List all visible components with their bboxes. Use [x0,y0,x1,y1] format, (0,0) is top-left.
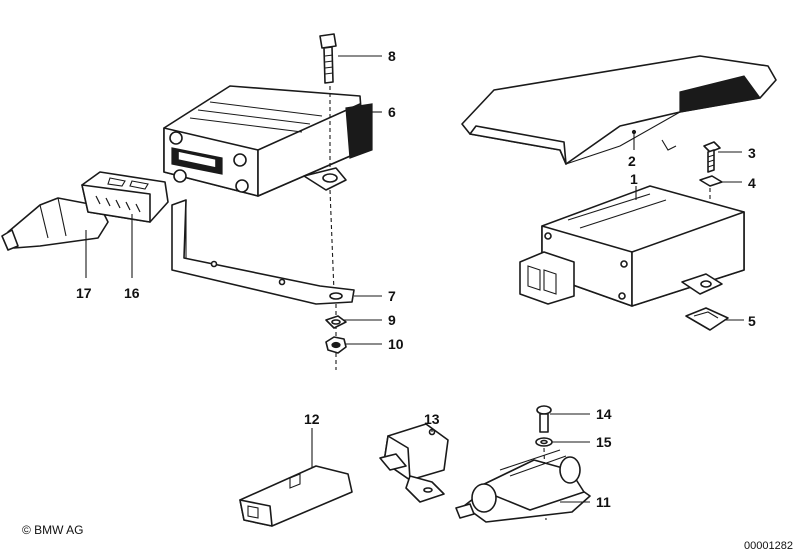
callout-9: 9 [388,312,396,328]
callout-2: 2 [628,153,636,169]
part-4-clip-nut[interactable] [699,175,723,187]
callout-7: 7 [388,288,396,304]
part-7-mounting-bracket[interactable] [171,199,355,305]
part-17-rubber-boot[interactable] [1,197,109,251]
part-13-bracket[interactable] [379,423,449,503]
callout-11: 11 [596,494,611,510]
callout-15: 15 [596,434,612,450]
callout-1: 1 [630,171,638,187]
drawing-number: 00001282 [744,540,793,552]
part-12-connector-block[interactable] [239,465,353,527]
copyright-label: © BMW AG [22,523,84,537]
part-5-retainer[interactable] [685,307,729,331]
callout-5: 5 [748,313,756,329]
callout-17: 17 [76,285,92,301]
part-8-bolt[interactable] [319,33,337,84]
part-3-screw[interactable] [703,141,721,173]
callout-12: 12 [304,411,320,427]
callout-6: 6 [388,104,396,120]
callout-3: 3 [748,145,756,161]
part-15-washer[interactable] [535,437,553,447]
callout-8: 8 [388,48,396,64]
callout-13: 13 [424,411,440,427]
part-14-screw[interactable] [536,405,552,433]
part-11-relay[interactable] [455,449,591,523]
callout-4: 4 [748,175,756,191]
part-6-control-unit[interactable] [163,85,373,197]
part-1-control-unit[interactable] [519,185,745,307]
callout-16: 16 [124,285,140,301]
part-10-nut[interactable] [325,336,347,354]
part-9-washer[interactable] [325,315,347,329]
part-16-connector-plug[interactable] [81,171,169,223]
callout-14: 14 [596,406,612,422]
callout-10: 10 [388,336,404,352]
part-2-cover[interactable] [461,55,777,165]
